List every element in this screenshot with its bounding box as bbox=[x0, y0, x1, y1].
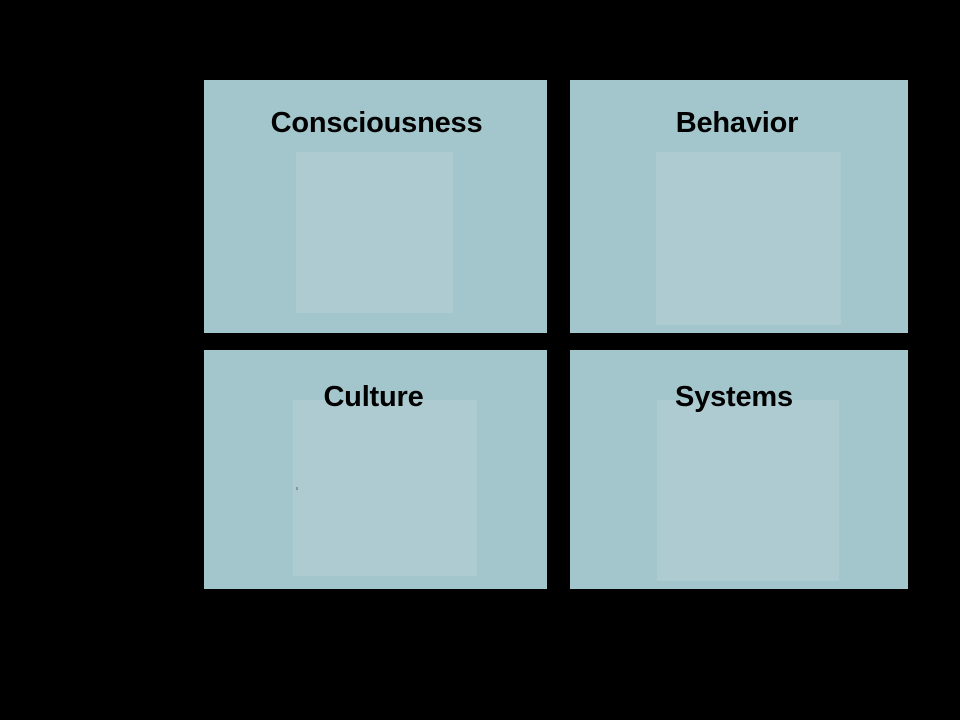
quadrant-inner-panel bbox=[293, 400, 477, 576]
quadrant-culture[interactable]: Culture bbox=[204, 350, 547, 589]
quadrant-behavior[interactable]: Behavior bbox=[570, 80, 908, 333]
quadrant-title-consciousness: Consciousness bbox=[270, 107, 483, 139]
quadrant-title-behavior: Behavior bbox=[675, 107, 799, 139]
four-quadrant-grid: Consciousness Behavior Culture Systems bbox=[204, 80, 908, 589]
quadrant-inner-panel bbox=[656, 152, 841, 325]
speck-artifact bbox=[296, 487, 298, 490]
quadrant-title-systems: Systems bbox=[675, 381, 793, 413]
quadrant-inner-panel bbox=[296, 152, 453, 313]
quadrant-title-culture: Culture bbox=[323, 381, 424, 413]
quadrant-systems[interactable]: Systems bbox=[570, 350, 908, 589]
quadrant-inner-panel bbox=[657, 400, 839, 581]
quadrant-consciousness[interactable]: Consciousness bbox=[204, 80, 547, 333]
